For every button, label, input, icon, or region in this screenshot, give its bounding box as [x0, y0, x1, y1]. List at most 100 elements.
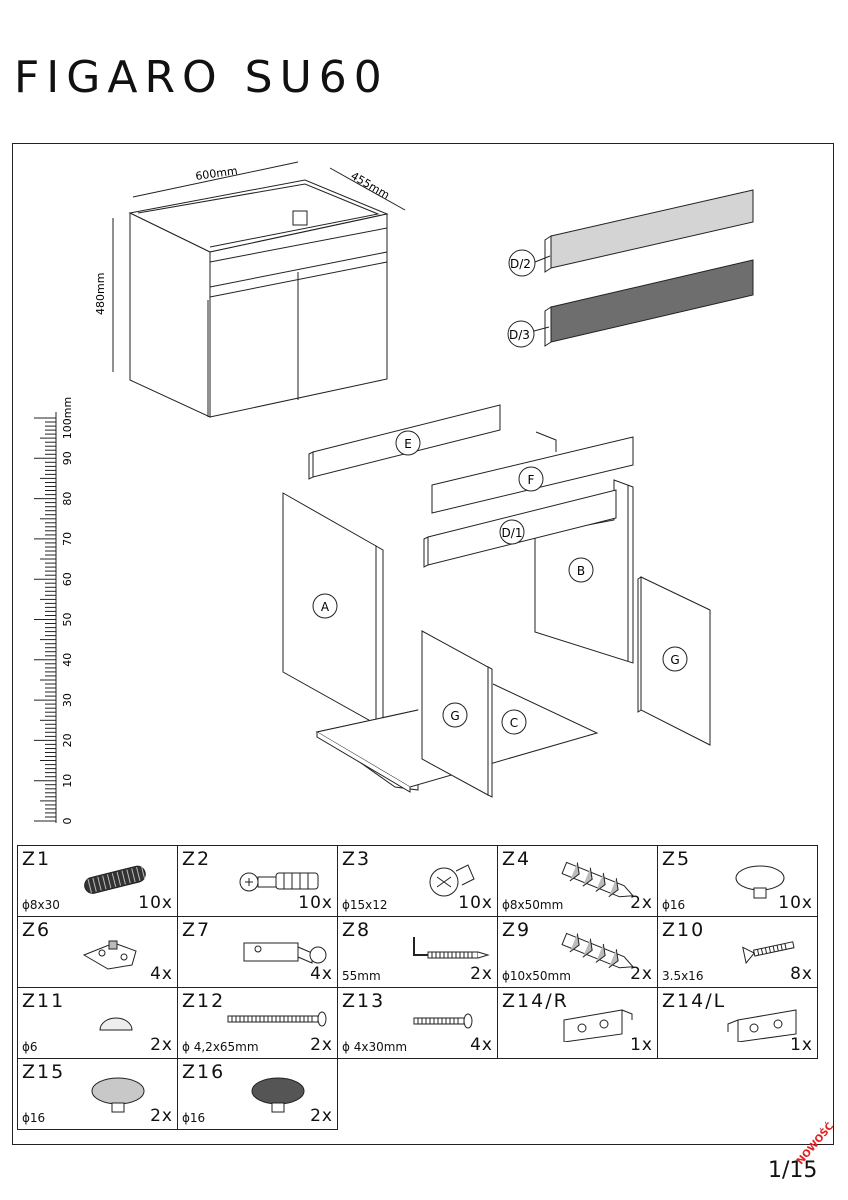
hanger-right-icon: [563, 1009, 633, 1042]
hardware-cell-z14-r: Z14/R 1x: [497, 987, 658, 1059]
panel-label-d3: D/3: [507, 320, 550, 348]
part-quantity: 10x: [458, 893, 493, 913]
empty-cell: [338, 1059, 498, 1130]
hardware-cell-z11: Z11 ϕ6 2x: [17, 987, 178, 1059]
part-code: Z12: [182, 990, 226, 1012]
part-code: Z9: [502, 919, 532, 941]
screw-icon: [413, 1013, 473, 1029]
hook-screw-icon: [413, 937, 490, 959]
label-g-right: G: [670, 653, 679, 667]
part-quantity: 4x: [310, 964, 333, 984]
part-code: Z14/R: [502, 990, 569, 1012]
part-quantity: 10x: [298, 893, 333, 913]
part-quantity: 2x: [150, 1035, 173, 1055]
part-quantity: 4x: [150, 964, 173, 984]
part-quantity: 2x: [150, 1106, 173, 1126]
part-code: Z10: [662, 919, 706, 941]
label-g-front: G: [450, 709, 459, 723]
empty-cell: [498, 1059, 658, 1130]
ruler-label: 70: [61, 532, 74, 546]
dimension-depth: 455mm: [349, 169, 392, 201]
hardware-row: Z15 ϕ16 2x Z16 ϕ16 2x: [17, 1058, 818, 1130]
hinge-icon: [243, 942, 327, 964]
cover-cap-icon: [735, 865, 785, 899]
part-code: Z14/L: [662, 990, 727, 1012]
wall-plug-large-icon: [561, 932, 634, 969]
part-quantity: 2x: [630, 893, 653, 913]
hinge-plate-icon: [82, 940, 137, 970]
hardware-cell-z15: Z15 ϕ16 2x: [17, 1058, 178, 1130]
ruler-label: 20: [61, 733, 74, 747]
assembled-cabinet: [128, 179, 389, 418]
panel-callouts: [312, 430, 688, 735]
part-spec: ϕ6: [22, 1040, 38, 1054]
hardware-cell-z4: Z4 ϕ8x50mm 2x: [497, 845, 658, 917]
ruler-ticks: [34, 417, 56, 822]
ruler-label: 30: [61, 693, 74, 707]
ruler-label: 80: [61, 492, 74, 506]
part-spec: ϕ16: [182, 1111, 206, 1125]
hardware-cell-z6: Z6 4x: [17, 916, 178, 988]
ruler-label: 100mm: [61, 397, 74, 439]
ruler-label: 50: [61, 613, 74, 627]
part-quantity: 2x: [310, 1106, 333, 1126]
label-d1: D/1: [502, 526, 523, 540]
part-quantity: 2x: [630, 964, 653, 984]
cam-lock-icon: [429, 864, 475, 897]
ruler-label: 60: [61, 572, 74, 586]
ruler-label: 90: [61, 451, 74, 465]
part-code: Z4: [502, 848, 532, 870]
part-spec: ϕ8x30: [22, 898, 60, 912]
assembly-drawing: 600mm 455mm 480mm D/2 D/3 100mm 90 80 70 60 5…: [34, 161, 754, 825]
dimension-height: 480mm: [94, 273, 107, 315]
part-code: Z16: [182, 1061, 226, 1083]
part-spec: 3.5x16: [662, 969, 704, 983]
panel-d3: [544, 259, 754, 347]
part-spec: ϕ 4,2x65mm: [182, 1040, 259, 1054]
part-spec: 55mm: [342, 969, 381, 983]
wooden-dowel-icon: [84, 865, 146, 894]
hardware-cell-z10: Z10 3.5x16 8x: [657, 916, 818, 988]
part-code: Z13: [342, 990, 386, 1012]
part-spec: ϕ8x50mm: [502, 898, 564, 912]
grey-cap-icon: [91, 1077, 145, 1113]
ruler-label: 10: [61, 774, 74, 788]
part-quantity: 1x: [630, 1035, 653, 1055]
hardware-cell-z5: Z5 ϕ16 10x: [657, 845, 818, 917]
hanger-left-icon: [727, 1009, 797, 1042]
part-code: Z5: [662, 848, 692, 870]
part-spec: ϕ16: [22, 1111, 46, 1125]
part-code: Z2: [182, 848, 212, 870]
part-code: Z15: [22, 1061, 66, 1083]
part-code: Z6: [22, 919, 52, 941]
cam-bolt-icon: [239, 872, 319, 892]
document-title: FIGARO SU60: [14, 52, 389, 103]
part-spec: ϕ16: [662, 898, 686, 912]
part-quantity: 8x: [790, 964, 813, 984]
page-number: 1/15: [768, 1158, 818, 1183]
part-quantity: 4x: [470, 1035, 493, 1055]
part-quantity: 2x: [470, 964, 493, 984]
label-b: B: [577, 564, 585, 578]
part-spec: ϕ15x12: [342, 898, 388, 912]
panel-label-d2: D/2: [508, 249, 551, 277]
label-d3: D/3: [509, 328, 530, 342]
ruler-label: 40: [61, 653, 74, 667]
empty-cell: [658, 1059, 818, 1130]
part-quantity: 10x: [778, 893, 813, 913]
wood-screw-icon: [742, 941, 795, 965]
dimension-width: 600mm: [195, 164, 239, 183]
panel-d2: [544, 189, 754, 273]
long-screw-icon: [227, 1011, 327, 1027]
label-e: E: [404, 437, 412, 451]
part-code: Z11: [22, 990, 66, 1012]
